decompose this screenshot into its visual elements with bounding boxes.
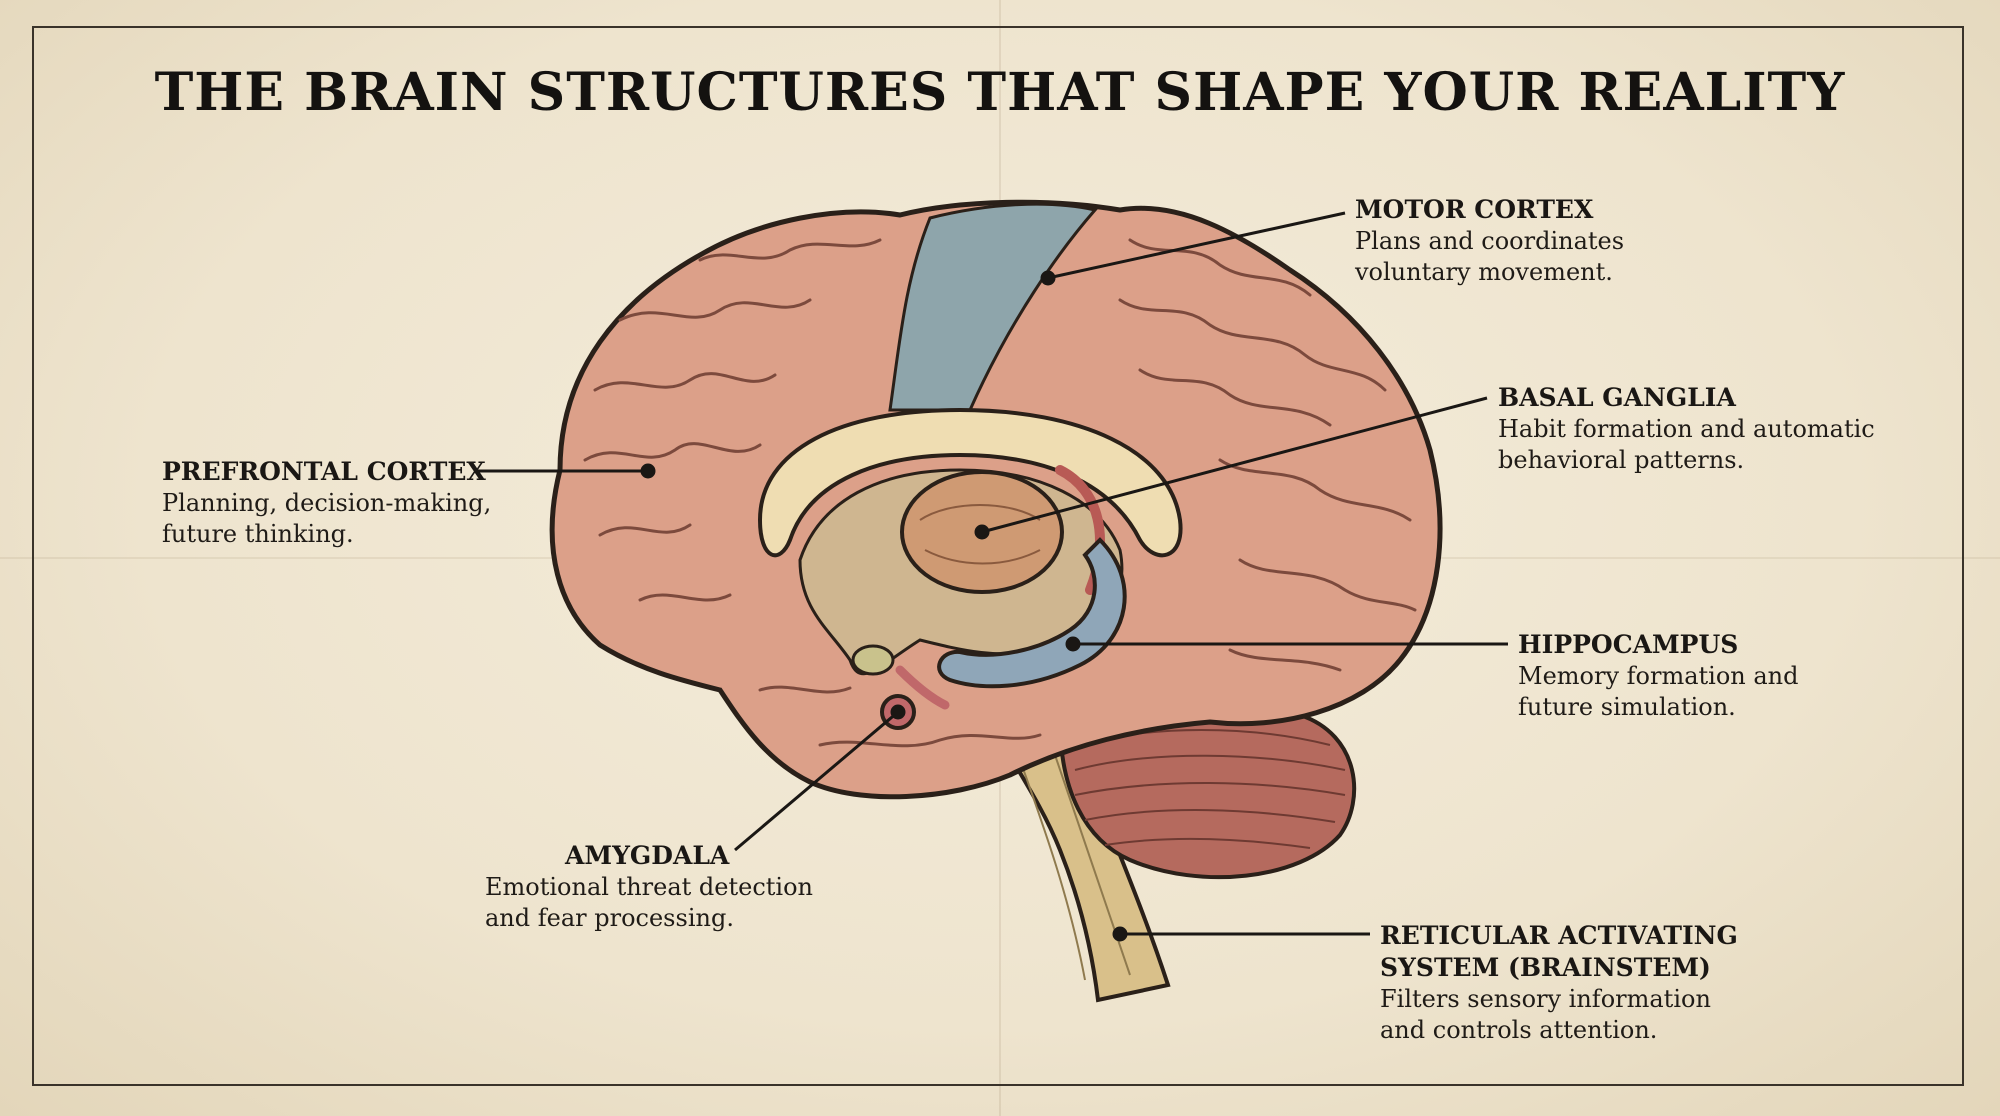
label-reticular-activating-system: RETICULAR ACTIVATING SYSTEM (BRAINSTEM) … [1380,920,1738,1045]
label-motor-cortex: MOTOR CORTEX Plans and coordinates volun… [1355,194,1624,287]
label-basal-ganglia: BASAL GANGLIA Habit formation and automa… [1498,382,1875,475]
label-ras-name-line1: RETICULAR ACTIVATING [1380,921,1738,950]
label-motor-cortex-desc-line2: voluntary movement. [1355,257,1613,286]
leader-dot-hippocampus [1065,636,1081,652]
label-motor-cortex-desc-line1: Plans and coordinates [1355,227,1625,255]
leader-dot-basal-ganglia [974,524,990,540]
label-ras-name-line2: SYSTEM (BRAINSTEM) [1380,953,1711,982]
label-amygdala-name: AMYGDALA [565,841,730,870]
label-hippocampus: HIPPOCAMPUS Memory formation and future … [1518,629,1799,722]
label-hippocampus-desc-line1: Memory formation and [1518,662,1799,690]
cortex-folds [583,238,1417,748]
leader-line-basal-ganglia [981,396,1488,534]
label-prefrontal-cortex: PREFRONTAL CORTEX Planning, decision-mak… [162,456,491,549]
label-basal-ganglia-name: BASAL GANGLIA [1498,383,1736,412]
label-amygdala: AMYGDALA Emotional threat detection and … [485,840,813,933]
label-prefrontal-cortex-desc-line2: future thinking. [162,519,354,548]
hippocampus-structure [937,537,1127,689]
label-ras-desc-line1: Filters sensory information [1380,985,1711,1013]
label-basal-ganglia-desc-line1: Habit formation and automatic [1498,415,1875,443]
label-ras-desc-line2: and controls attention. [1380,1015,1658,1044]
corpus-callosum [757,407,1183,558]
leader-dot-amygdala [890,704,906,720]
label-hippocampus-name: HIPPOCAMPUS [1518,630,1739,659]
amygdala-stalk [895,665,950,710]
label-basal-ganglia-desc-line2: behavioral patterns. [1498,445,1745,474]
label-motor-cortex-name: MOTOR CORTEX [1355,195,1594,224]
label-prefrontal-cortex-desc-line1: Planning, decision-making, [162,489,492,517]
leader-lines [475,211,1508,942]
page-title: THE BRAIN STRUCTURES THAT SHAPE YOUR REA… [154,62,1846,123]
leader-dot-ras [1112,926,1128,942]
label-amygdala-desc-line1: Emotional threat detection [485,873,814,901]
label-hippocampus-desc-line2: future simulation. [1518,692,1736,721]
label-amygdala-desc-line2: and fear processing. [485,903,734,932]
leader-line-motor-cortex [1047,211,1346,280]
motor-cortex-band [888,202,1098,412]
label-prefrontal-cortex-name: PREFRONTAL CORTEX [162,457,486,486]
pituitary-structure [851,644,895,676]
leader-dot-prefrontal-cortex [640,463,656,479]
page-border [32,26,1964,1086]
leader-dot-motor-cortex [1040,270,1056,286]
leader-line-amygdala [734,710,899,852]
